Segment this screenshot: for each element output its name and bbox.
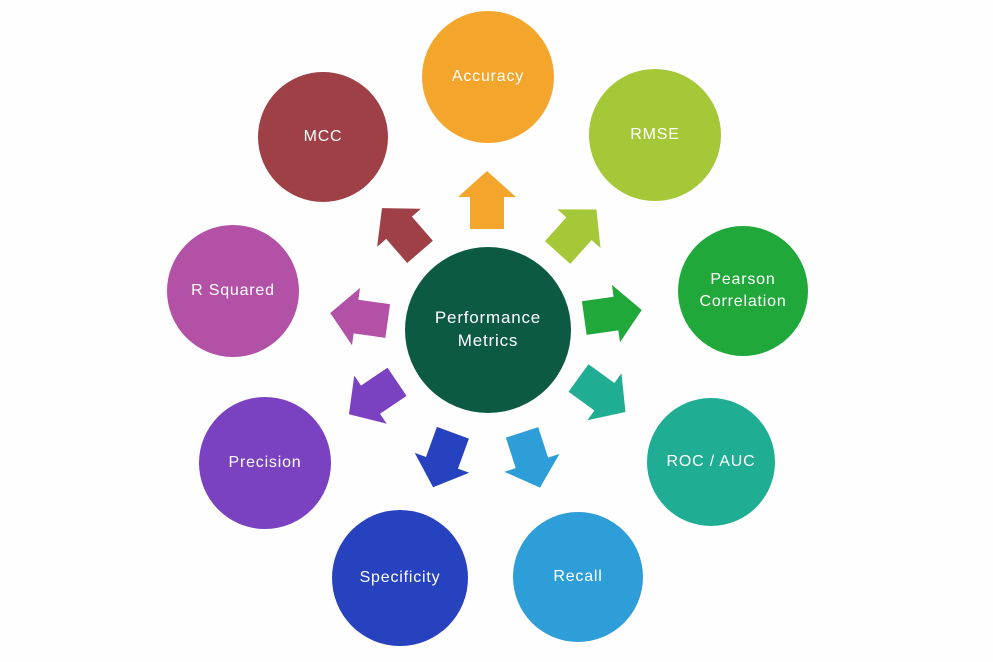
arrow-to-rmse — [544, 209, 601, 264]
node-r-squared: R Squared — [167, 225, 299, 357]
node-label-roc-auc: ROC / AUC — [666, 453, 756, 471]
node-recall: Recall — [513, 512, 643, 642]
node-label-mcc: MCC — [303, 128, 343, 146]
node-performance-metrics: Performance Metrics — [405, 247, 571, 413]
node-precision: Precision — [199, 397, 331, 529]
node-specificity: Specificity — [332, 510, 468, 646]
arrow-to-accuracy — [458, 171, 516, 229]
arrow-to-specificity — [414, 426, 470, 488]
arrow-to-mcc — [377, 208, 433, 264]
node-accuracy: Accuracy — [422, 11, 554, 143]
node-label-recall: Recall — [553, 568, 603, 586]
node-label-accuracy: Accuracy — [451, 68, 525, 86]
arrow-to-roc-auc — [568, 364, 626, 421]
arrow-to-r-squared — [330, 287, 391, 346]
node-label-r-squared: R Squared — [191, 282, 275, 300]
node-label-precision: Precision — [228, 454, 302, 472]
node-label-performance-metrics: Performance Metrics — [434, 308, 542, 350]
node-pearson-correlation: Pearson Correlation — [678, 226, 808, 356]
arrow-to-pearson-correlation — [581, 284, 642, 343]
node-rmse: RMSE — [589, 69, 721, 201]
node-mcc: MCC — [258, 72, 388, 202]
node-label-rmse: RMSE — [630, 126, 680, 144]
node-roc-auc: ROC / AUC — [647, 398, 775, 526]
node-label-pearson-correlation: Pearson Correlation — [699, 271, 787, 310]
arrow-to-precision — [348, 367, 407, 424]
node-label-specificity: Specificity — [359, 569, 441, 587]
arrow-to-recall — [504, 427, 560, 488]
